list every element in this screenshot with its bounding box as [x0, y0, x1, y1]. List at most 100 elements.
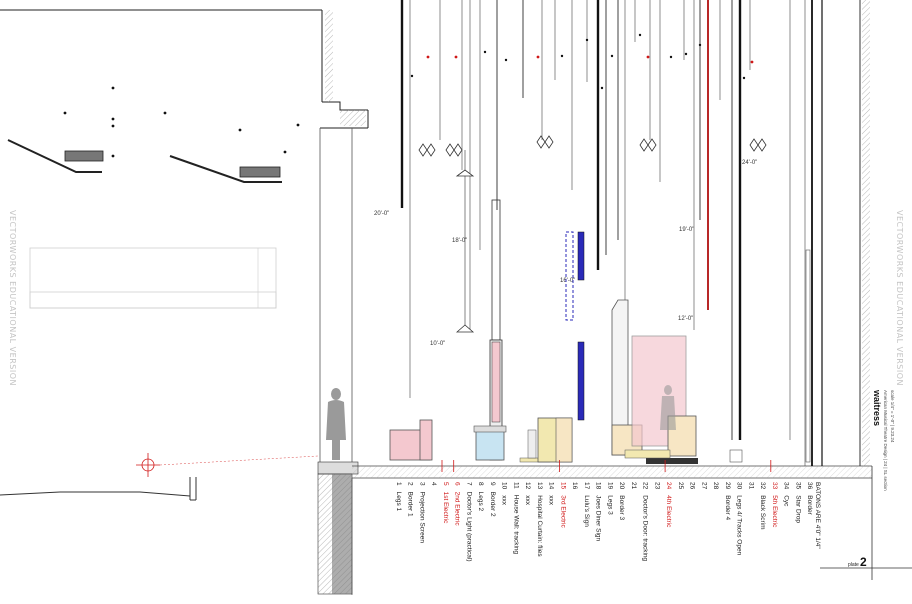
height-label: 10'-0" [430, 341, 445, 347]
lineset-number: 24 [665, 482, 672, 490]
lighting-instruments [418, 135, 767, 157]
target-icon [136, 453, 160, 477]
lineset-label: 3Projection Screen [419, 482, 426, 543]
lineset-name: Joes Diner Sign [595, 495, 602, 541]
lineset-name: Projection Screen [419, 492, 426, 544]
lineset-label: 22Doctor's Door: tracking [642, 482, 649, 562]
lineset-electric-label: 33 5th Electric [771, 482, 778, 528]
lineset-name: Legs 4/ Tracks Open [736, 495, 743, 555]
lineset-label: 8Legs 2 [477, 482, 484, 512]
lineset-label: 14xxx [548, 482, 555, 506]
lineset-name: 2nd Electric [454, 492, 461, 527]
lineset-name: Border 1 [407, 492, 414, 517]
lineset-name: Border 3 [618, 495, 625, 520]
fly-battens [400, 0, 823, 466]
lineset-name: 3rd Electric [559, 495, 566, 528]
height-label: 12'-0" [678, 316, 693, 322]
height-label: 18'-0" [452, 238, 467, 244]
lineset-number: 12 [524, 482, 531, 490]
lineset-number: 15 [559, 482, 566, 490]
lineset-name: Hospital Curtain: flies [536, 495, 543, 557]
lineset-label: 16 [571, 482, 578, 490]
lineset-number: 17 [583, 482, 590, 490]
lineset-name: Legs 3 [606, 495, 613, 515]
lineset-label: 9Border 2 [489, 482, 496, 517]
lineset-number: 27 [700, 482, 707, 490]
lineset-name: 5th Electric [771, 495, 778, 528]
lineset-number: 4 [430, 482, 437, 486]
height-label: 24'-0" [742, 160, 757, 166]
lineset-label: 35Star Drop [794, 482, 801, 523]
lineset-name: Doctor's Door: tracking [642, 495, 649, 561]
lineset-label: 20Border 3 [618, 482, 625, 521]
lineset-label: 34Cyc [783, 482, 790, 507]
lineset-number: 20 [618, 482, 625, 490]
lineset-label: 12 xxx [524, 482, 531, 506]
lineset-number: 10 [501, 482, 508, 490]
lineset-label: 36Border [806, 482, 813, 516]
lighting-positions [410, 33, 754, 90]
lineset-label: 23 [653, 482, 660, 490]
lineset-number: 9 [489, 482, 496, 486]
lineset-name: Star Drop [794, 495, 801, 523]
lineset-number: 23 [653, 482, 660, 490]
lineset-number: 25 [677, 482, 684, 490]
batten-header: BATONS ARE 4'0" 1/4" [814, 482, 821, 549]
lineset-name: Border 2 [489, 492, 496, 517]
lineset-name: Legs 2 [477, 492, 484, 512]
lineset-electric-label: 24 4th Electric [665, 482, 672, 528]
lineset-name: xxx [548, 495, 555, 506]
lineset-electric-label: 6 2nd Electric [454, 482, 461, 526]
lineset-name: Cyc [783, 495, 790, 507]
lineset-number: 8 [477, 482, 484, 486]
lineset-label: 10xxx [501, 482, 508, 506]
lineset-name: Doctor's Light (practical) [466, 492, 473, 562]
lineset-name: Border 4 [724, 495, 731, 520]
lineset-number: 33 [771, 482, 778, 490]
lineset-name: Legs 1 [395, 492, 402, 512]
lineset-number: 13 [536, 482, 543, 490]
lineset-electric-label: 15 3rd Electric [559, 482, 566, 528]
lineset-number: 2 [407, 482, 414, 486]
lineset-label: 11House Wall: tracking [512, 482, 519, 554]
plate-label: plate [848, 562, 859, 568]
watermark-right: VECTORWORKS EDUCATIONAL VERSION [895, 210, 904, 386]
lineset-label: 25 [677, 482, 684, 490]
lineset-number: 34 [783, 482, 790, 490]
lineset-electric-label: 5 1st Electric [442, 482, 449, 524]
lineset-number: 36 [806, 482, 813, 490]
lineset-number: 5 [442, 482, 449, 486]
lineset-number: 6 [454, 482, 461, 486]
lineset-number: 26 [689, 482, 696, 490]
lineset-number: 7 [466, 482, 473, 486]
lineset-number: 11 [512, 482, 519, 489]
lineset-number: 16 [571, 482, 578, 490]
drawing-title: waitress [872, 389, 882, 426]
height-label: 20'-0" [374, 211, 389, 217]
lineset-label: 7Doctor's Light (practical) [466, 482, 473, 562]
lineset-number: 19 [606, 482, 613, 490]
drawing-details: scale 1/4" = 1'-0" | 9.23.24 [890, 390, 895, 443]
lineset-number: 32 [759, 482, 766, 490]
scale-figures [326, 385, 676, 460]
plate-number: 2 [860, 555, 867, 569]
lineset-label: 32Black Scrim [759, 482, 766, 530]
lineset-name: Border [806, 495, 813, 515]
lineset-number: 18 [595, 482, 602, 490]
lineset-name: House Wall: tracking [512, 495, 519, 555]
lineset-label: 21 [630, 482, 637, 490]
lineset-number: 21 [630, 482, 637, 490]
lineset-name: xxx [524, 495, 531, 506]
height-label: 16'-0" [560, 278, 575, 284]
lineset-label: 4 [430, 482, 437, 486]
lineset-name: Lulu's Sign [583, 495, 590, 527]
lineset-number: 30 [736, 482, 743, 490]
lineset-name: 4th Electric [665, 495, 672, 528]
drawing-subtitle: American Musical Theatre Design | 24 | S… [883, 390, 888, 491]
lineset-label: 18Joes Diner Sign [595, 482, 602, 542]
watermark-left: VECTORWORKS EDUCATIONAL VERSION [8, 210, 17, 386]
lineset-name: 1st Electric [442, 492, 449, 525]
lineset-number: 1 [395, 482, 402, 486]
